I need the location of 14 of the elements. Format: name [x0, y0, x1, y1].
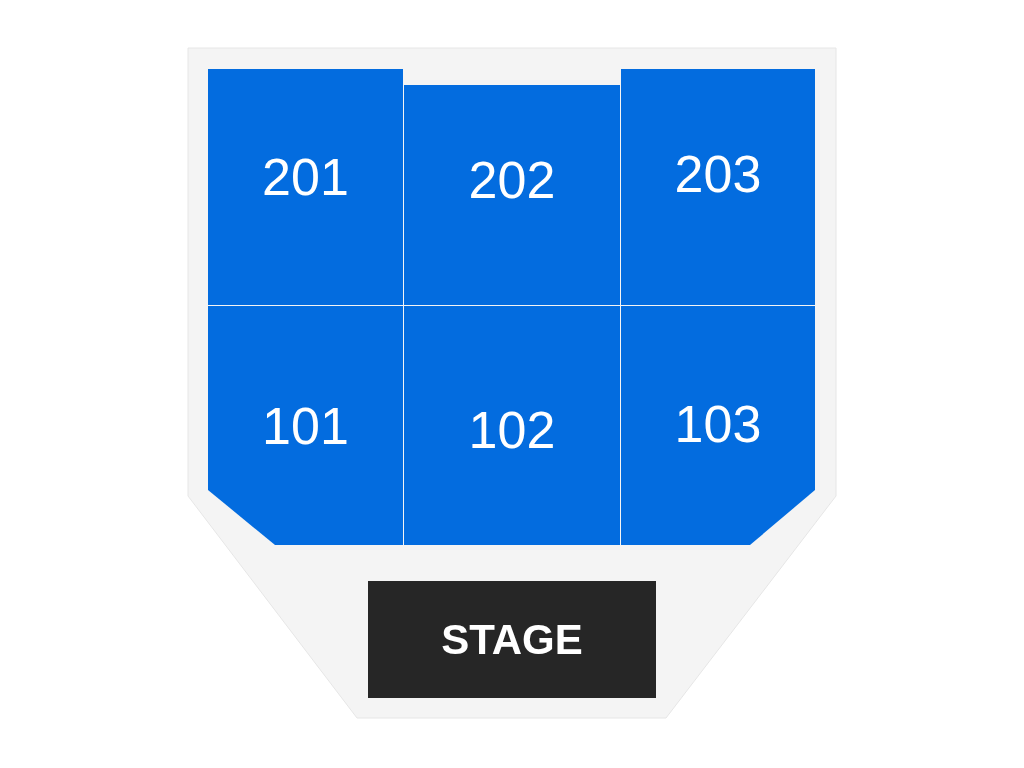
seating-section: [208, 306, 403, 545]
seating-section: [404, 306, 620, 545]
stage-block: [368, 581, 656, 698]
seating-section: [621, 306, 815, 545]
section-number: 102: [468, 399, 556, 460]
seating-section: [404, 85, 620, 305]
section-number: 203: [674, 144, 762, 204]
section-number: 201: [262, 147, 349, 207]
section-number: 103: [674, 393, 762, 454]
section-number: 202: [468, 150, 556, 210]
stage-label: STAGE: [441, 615, 583, 664]
section-number: 101: [262, 395, 349, 456]
seating-section: [621, 69, 815, 305]
seating-section: [208, 69, 403, 305]
